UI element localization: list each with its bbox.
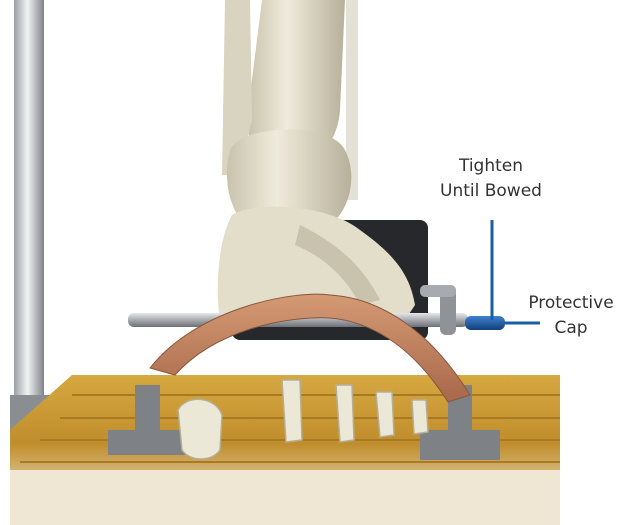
- tighten-line1: Tighten: [425, 154, 557, 179]
- cap-line1: Protective: [510, 291, 632, 316]
- protective-cap-label: Protective Cap: [510, 291, 632, 341]
- tighten-line2: Until Bowed: [425, 179, 557, 204]
- rod-top: [420, 285, 456, 297]
- tighten-until-bowed-label: Tighten Until Bowed: [425, 154, 557, 204]
- cap-line2: Cap: [510, 316, 632, 341]
- protective-cap: [465, 316, 505, 330]
- base-lower: [10, 470, 560, 525]
- support-pole: [14, 0, 44, 430]
